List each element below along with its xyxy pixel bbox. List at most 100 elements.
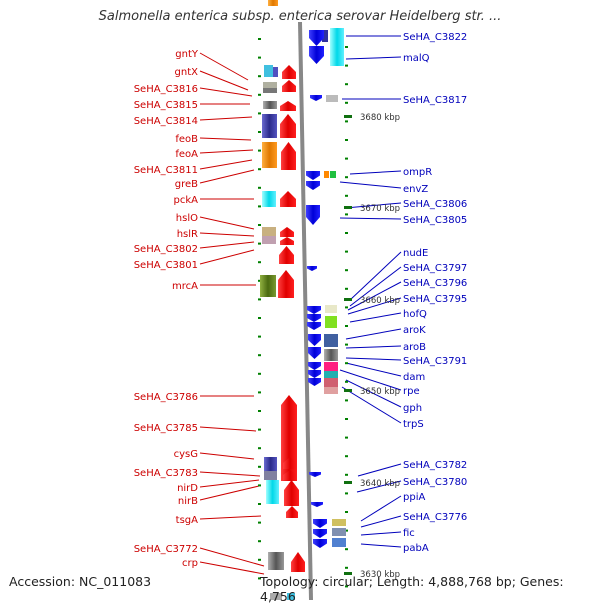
gene-label-left: greB (175, 179, 198, 190)
scale-tick (258, 93, 261, 96)
gene-label-left: SeHA_C3772 (134, 544, 198, 555)
gene-label-left: SeHA_C3815 (134, 100, 198, 111)
scale-tick (345, 529, 348, 532)
scale-tick (345, 194, 348, 197)
minus-strand-gene (310, 95, 322, 101)
gene-label-right: hofQ (403, 309, 427, 320)
minus-strand-gene (313, 519, 327, 528)
minus-strand-gene (308, 378, 321, 386)
scale-tick (258, 391, 261, 394)
gene-feature-box (266, 480, 279, 504)
gene-label-left: feoB (175, 134, 198, 145)
gene-feature-box (330, 171, 336, 178)
scale-tick (345, 492, 348, 495)
gene-feature-box (262, 114, 277, 138)
scale-tick (258, 354, 261, 357)
gene-label-right: aroB (403, 342, 426, 353)
gene-feature-box (268, 552, 284, 570)
plus-strand-gene (280, 227, 294, 237)
plus-strand-gene (281, 142, 296, 170)
plus-strand-gene (279, 246, 294, 264)
leader-line-right (345, 345, 402, 349)
kbp-tick (344, 206, 352, 209)
scale-tick (345, 64, 348, 67)
gene-label-left: hslR (177, 229, 198, 240)
scale-tick (258, 75, 261, 78)
scale-tick (345, 511, 348, 513)
leader-line-right (356, 480, 402, 493)
gene-feature-box (263, 88, 277, 93)
leader-line-right (349, 170, 402, 175)
scale-tick (258, 503, 261, 505)
gene-feature-box (332, 528, 346, 536)
gene-label-left: gntX (175, 67, 199, 78)
scale-tick (258, 484, 261, 487)
gene-feature-box (264, 457, 277, 471)
leader-line-left (199, 159, 253, 170)
gene-label-right: dam (403, 372, 425, 383)
gene-feature-box (263, 101, 277, 109)
gene-label-right: SeHA_C3797 (403, 263, 467, 274)
minus-strand-gene (311, 502, 323, 507)
scale-tick (258, 149, 261, 152)
kbp-tick (344, 389, 352, 392)
scale-tick (258, 242, 261, 245)
kbp-label: 3630 kbp (360, 570, 400, 580)
scale-tick (258, 131, 261, 133)
minus-strand-gene (313, 529, 327, 538)
scale-tick (345, 566, 348, 569)
leader-line-right (339, 181, 402, 189)
gene-feature-box (330, 28, 344, 66)
leader-line-left (199, 87, 253, 97)
minus-strand-gene (309, 472, 321, 477)
plus-strand-gene (280, 101, 296, 111)
gene-label-right: SeHA_C3796 (403, 278, 467, 289)
kbp-tick (344, 298, 352, 301)
scale-tick (345, 213, 348, 216)
gene-label-left: pckA (174, 195, 199, 206)
minus-strand-gene (308, 347, 321, 359)
scale-tick (345, 325, 348, 327)
leader-line-right (349, 251, 402, 301)
gene-label-right: nudE (403, 248, 428, 259)
gene-label-right: SeHA_C3782 (403, 460, 467, 471)
gene-label-right: ppiA (403, 492, 425, 503)
scale-tick (345, 250, 348, 253)
leader-line-left (199, 547, 265, 567)
scale-tick (345, 120, 348, 123)
scale-tick (258, 428, 261, 431)
leader-line-left (199, 137, 252, 141)
gene-feature-box (326, 95, 338, 102)
kbp-tick (344, 115, 352, 118)
scale-tick (345, 455, 348, 458)
gene-label-left: tsgA (176, 515, 198, 526)
leader-line-right (360, 515, 402, 528)
leader-line-left (199, 485, 260, 501)
scale-tick (345, 362, 348, 365)
kbp-label: 3670 kbp (360, 204, 400, 214)
leader-line-right (345, 357, 402, 361)
minus-strand-gene (306, 181, 320, 190)
gene-feature-box (324, 387, 338, 394)
scale-tick (345, 232, 348, 234)
leader-line-left (199, 169, 255, 184)
scale-tick (258, 317, 261, 319)
plus-strand-gene (278, 270, 294, 298)
gene-feature-box (324, 171, 329, 178)
gene-label-right: trpS (403, 419, 424, 430)
gene-feature-box (260, 275, 276, 297)
minus-strand-gene (309, 30, 324, 46)
leader-line-right (345, 362, 402, 377)
minus-strand-gene (307, 322, 321, 330)
gene-label-left: crp (182, 558, 198, 569)
gene-feature-box (287, 593, 295, 600)
gene-label-right: ompR (403, 167, 432, 178)
gene-feature-box (324, 378, 338, 387)
gene-label-right: SeHA_C3791 (403, 356, 467, 367)
gene-label-left: SeHA_C3811 (134, 165, 198, 176)
minus-strand-gene (306, 205, 320, 225)
scale-tick (345, 418, 348, 420)
leader-line-right (347, 281, 402, 311)
kbp-label: 3660 kbp (360, 296, 400, 306)
